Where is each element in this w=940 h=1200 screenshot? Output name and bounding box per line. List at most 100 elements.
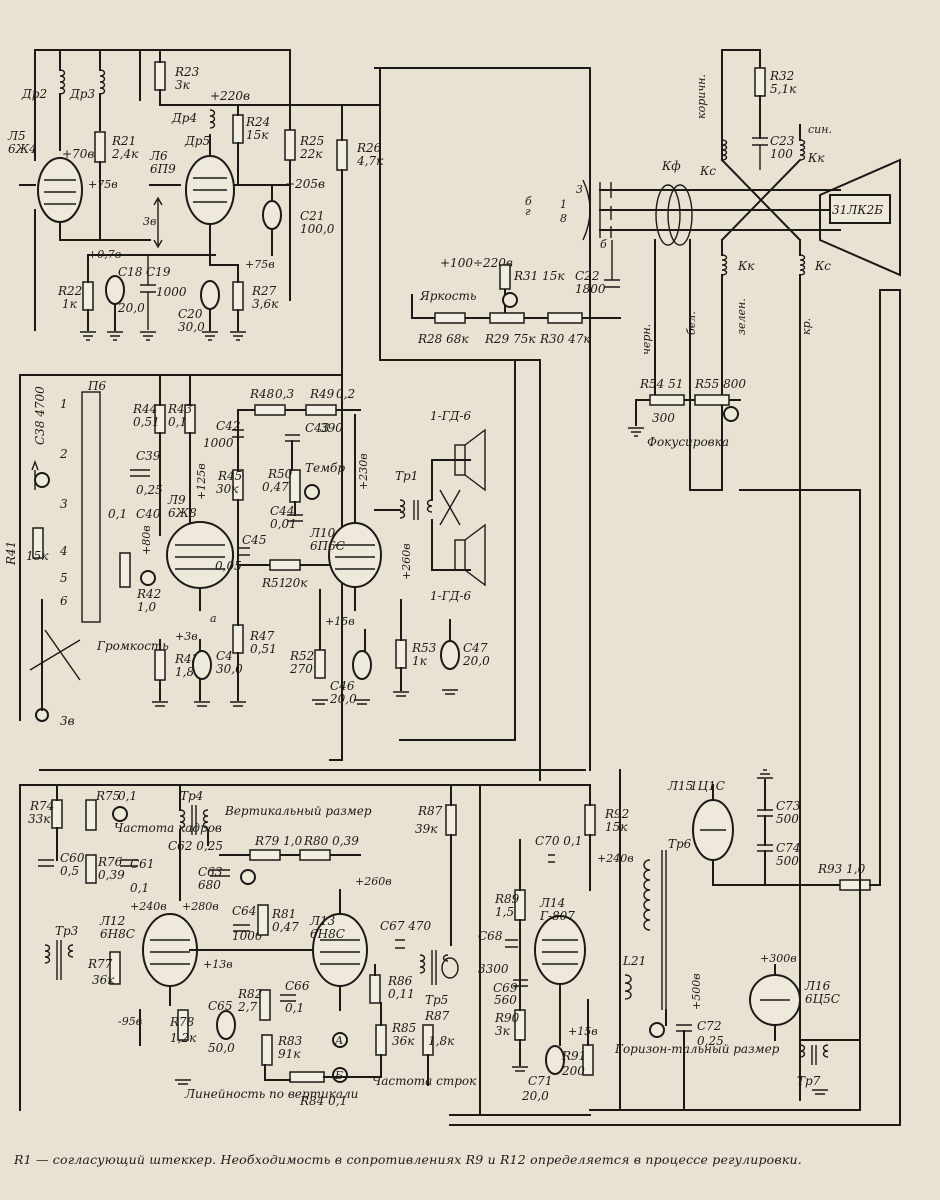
svg-text:5,1к: 5,1к xyxy=(770,82,797,96)
svg-text:R43: R43 xyxy=(167,402,193,416)
svg-text:500: 500 xyxy=(776,812,799,826)
svg-text:Тр5: Тр5 xyxy=(425,993,448,1007)
svg-text:-95в: -95в xyxy=(118,1015,142,1028)
svg-text:31ЛК2Б: 31ЛК2Б xyxy=(832,203,883,217)
svg-text:15к: 15к xyxy=(605,820,628,834)
svg-text:36к: 36к xyxy=(392,1034,415,1048)
inductor-l21: L21 xyxy=(622,954,646,1000)
svg-text:+500в: +500в xyxy=(690,973,703,1010)
svg-text:6Н8С: 6Н8С xyxy=(310,927,345,941)
resistor-r49 xyxy=(305,404,337,416)
svg-text:+240в: +240в xyxy=(597,852,634,865)
svg-text:R51: R51 xyxy=(261,576,286,590)
svg-text:0,2: 0,2 xyxy=(336,387,355,401)
adj-a-timbre[interactable] xyxy=(304,484,320,500)
switch-p6[interactable]: П6 1 2 3 4 5 6 xyxy=(59,379,106,623)
tube-l16: Л16 6Ц5С xyxy=(749,974,840,1026)
svg-text:R78: R78 xyxy=(169,1015,195,1029)
capacitor-c65 xyxy=(216,1010,236,1040)
adj-b-hsize[interactable] xyxy=(649,1022,665,1038)
svg-text:R86: R86 xyxy=(387,974,413,988)
svg-text:1: 1 xyxy=(560,198,567,211)
adj-a-vsize[interactable] xyxy=(240,869,256,885)
transformer-tp7: Тр7 xyxy=(797,1044,829,1088)
svg-text:1000: 1000 xyxy=(156,285,187,299)
resistor-r87x xyxy=(445,804,457,836)
svg-text:Др3: Др3 xyxy=(69,87,95,101)
svg-text:0,01: 0,01 xyxy=(270,517,297,531)
svg-text:+230в: +230в xyxy=(357,453,370,490)
svg-text:0,05: 0,05 xyxy=(215,559,242,573)
svg-text:2: 2 xyxy=(59,447,68,461)
svg-text:Л16: Л16 xyxy=(804,979,831,993)
svg-text:+260в: +260в xyxy=(400,543,413,580)
svg-text:R28 68к: R28 68к xyxy=(417,332,469,346)
svg-text:R87: R87 xyxy=(424,1009,450,1023)
svg-text:бел.: бел. xyxy=(685,311,698,335)
svg-text:черн.: черн. xyxy=(640,324,653,355)
svg-text:+80в: +80в xyxy=(140,525,153,555)
svg-text:R79 1,0: R79 1,0 xyxy=(254,834,303,848)
svg-text:Л10: Л10 xyxy=(309,526,336,540)
adj-a-frame-freq[interactable] xyxy=(112,806,128,822)
resistor-r93 xyxy=(839,879,871,891)
svg-text:R30 47к: R30 47к xyxy=(539,332,591,346)
svg-text:Тр4: Тр4 xyxy=(180,789,203,803)
svg-text:1,8к: 1,8к xyxy=(428,1034,455,1048)
svg-text:Л14: Л14 xyxy=(539,896,565,910)
resistor-r47 xyxy=(232,624,244,654)
svg-text:R87: R87 xyxy=(417,804,443,818)
svg-text:C65: C65 xyxy=(208,999,232,1013)
svg-text:1,0: 1,0 xyxy=(137,600,156,614)
svg-text:33к: 33к xyxy=(28,812,51,826)
svg-text:C18: C18 xyxy=(118,265,143,279)
svg-text:36к: 36к xyxy=(92,973,115,987)
adj-a-line-freq[interactable] xyxy=(332,1032,348,1048)
svg-text:6П6С: 6П6С xyxy=(310,539,345,553)
svg-text:30к: 30к xyxy=(216,482,239,496)
svg-text:39к: 39к xyxy=(415,822,438,836)
svg-text:1000: 1000 xyxy=(232,929,263,943)
svg-text:Л12: Л12 xyxy=(99,914,125,928)
svg-text:6: 6 xyxy=(60,594,68,608)
svg-text:+205в: +205в xyxy=(285,177,325,191)
svg-text:+70в: +70в xyxy=(62,147,94,161)
resistor-r28 xyxy=(434,312,466,324)
svg-text:C21: C21 xyxy=(300,209,324,223)
svg-text:R21: R21 xyxy=(111,134,136,148)
adj-b-vlin[interactable] xyxy=(332,1067,348,1083)
svg-text:6Ц5С: 6Ц5С xyxy=(805,992,840,1006)
footer-note: R1 — согласующий штеккер. Необходимость … xyxy=(14,1152,802,1167)
svg-text:R45: R45 xyxy=(217,469,242,483)
svg-text:R47: R47 xyxy=(249,629,275,643)
svg-text:Тр3: Тр3 xyxy=(55,924,79,938)
resistor-r52 xyxy=(314,649,326,679)
resistor-r82 xyxy=(259,989,271,1021)
svg-text:6П9: 6П9 xyxy=(150,162,176,176)
svg-text:Л9: Л9 xyxy=(167,493,186,507)
svg-text:C74: C74 xyxy=(776,841,800,855)
transformer-tp4: Тр4 xyxy=(179,789,209,835)
svg-text:3в: 3в xyxy=(143,215,156,228)
svg-text:0,25: 0,25 xyxy=(697,1034,724,1048)
svg-text:R32: R32 xyxy=(769,69,794,83)
adj-a-brightness[interactable] xyxy=(502,292,518,308)
svg-text:Л5: Л5 xyxy=(7,129,26,143)
resistor-r81 xyxy=(257,904,269,936)
svg-text:0,47: 0,47 xyxy=(272,920,299,934)
svg-text:100,0: 100,0 xyxy=(300,222,335,236)
bottom-section: R74 33к C60 0,5 R75 0,1 Частота кадров R… xyxy=(19,179,901,1126)
svg-text:Вертикальный размер: Вертикальный размер xyxy=(224,804,372,818)
transformer-tp5: Тр5 xyxy=(419,950,448,1007)
svg-text:1к: 1к xyxy=(412,654,428,668)
svg-text:R23: R23 xyxy=(174,65,200,79)
svg-text:+3в: +3в xyxy=(175,630,198,643)
resistor-r30 xyxy=(547,312,583,324)
adj-a-volume[interactable] xyxy=(140,570,156,586)
resistor-r77 xyxy=(109,951,121,985)
svg-text:Тр1: Тр1 xyxy=(395,469,418,483)
svg-text:C20: C20 xyxy=(178,307,203,321)
svg-text:20,0: 20,0 xyxy=(117,301,145,315)
svg-text:390: 390 xyxy=(320,421,343,435)
svg-text:500: 500 xyxy=(776,854,799,868)
